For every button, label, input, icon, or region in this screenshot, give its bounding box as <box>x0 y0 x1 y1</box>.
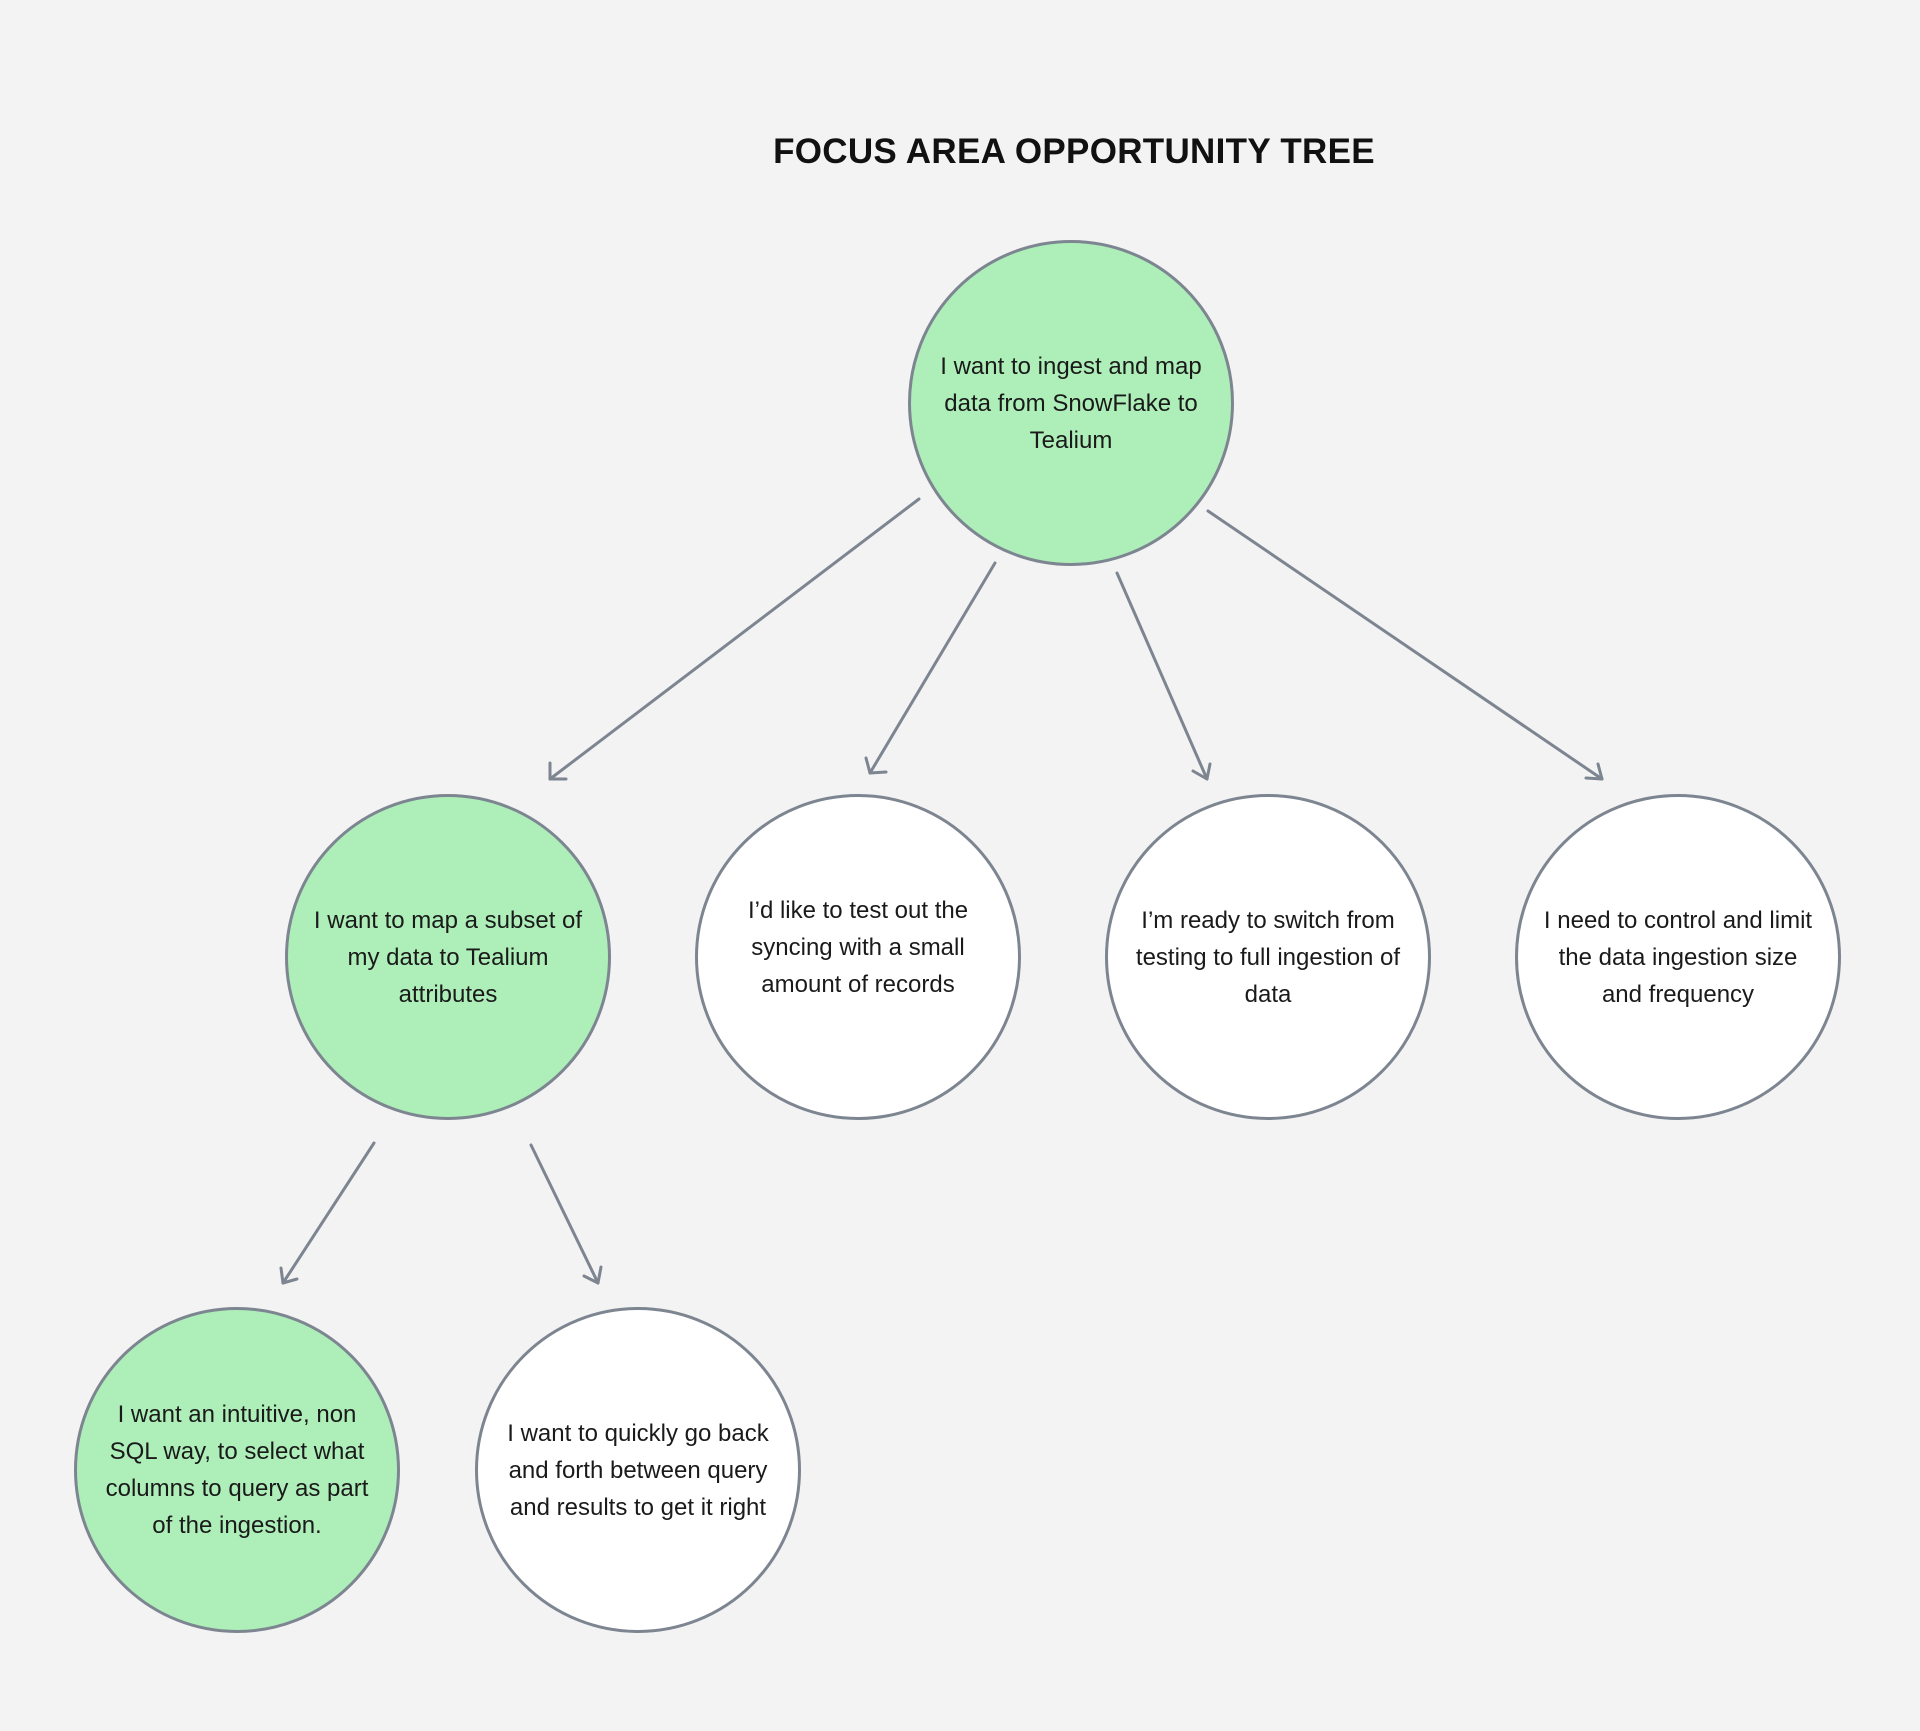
node-full-ingestion-label: I’m ready to switch from testing to full… <box>1135 906 1401 1008</box>
node-root-label: I want to ingest and map data from SnowF… <box>940 352 1202 454</box>
edge-map-subset-to-non-sql <box>279 1141 376 1285</box>
node-back-forth: I want to quickly go back and forth betw… <box>475 1307 801 1633</box>
node-root: I want to ingest and map data from SnowF… <box>908 240 1234 566</box>
node-map-subset-label: I want to map a subset of my data to Tea… <box>313 906 583 1008</box>
node-back-forth-label: I want to quickly go back and forth betw… <box>507 1419 769 1521</box>
edge-map-subset-to-back-forth <box>529 1143 603 1285</box>
edge-root-to-map-subset <box>548 497 921 781</box>
node-control-limit: I need to control and limit the data ing… <box>1515 794 1841 1120</box>
node-test-sync: I’d like to test out the syncing with a … <box>695 794 1021 1120</box>
node-non-sql-label: I want an intuitive, non SQL way, to sel… <box>105 1401 369 1539</box>
node-test-sync-label: I’d like to test out the syncing with a … <box>747 896 969 998</box>
node-map-subset: I want to map a subset of my data to Tea… <box>285 794 611 1120</box>
node-full-ingestion: I’m ready to switch from testing to full… <box>1105 794 1431 1120</box>
edge-root-to-test-sync <box>864 561 997 775</box>
edge-root-to-control-limit <box>1206 509 1604 781</box>
node-control-limit-label: I need to control and limit the data ing… <box>1543 906 1813 1008</box>
edge-root-to-full-ingestion <box>1115 571 1212 781</box>
node-non-sql: I want an intuitive, non SQL way, to sel… <box>74 1307 400 1633</box>
diagram-title: FOCUS AREA OPPORTUNITY TREE <box>773 132 1375 171</box>
